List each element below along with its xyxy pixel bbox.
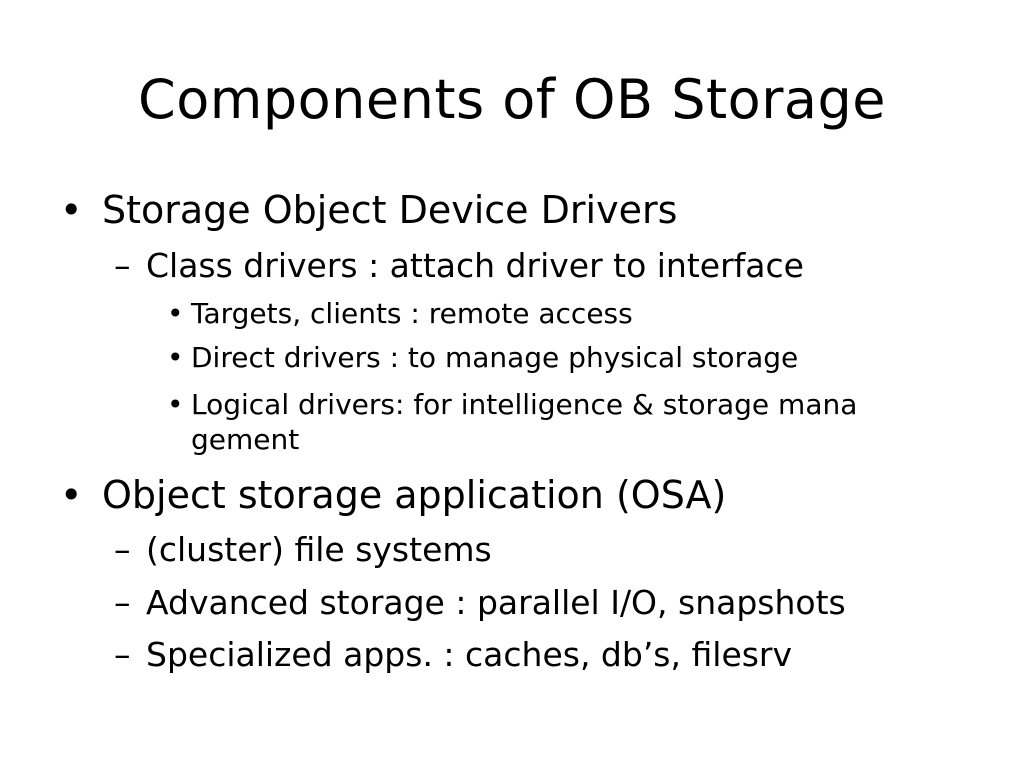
- list-item-text: Targets, clients : remote access: [191, 297, 633, 330]
- list-item-text: (cluster) file systems: [146, 530, 492, 569]
- list-item: – Class drivers : attach driver to inter…: [114, 246, 804, 286]
- bullet-dot: •: [60, 188, 83, 232]
- list-item: • Direct drivers : to manage physical st…: [167, 341, 799, 375]
- list-item: – (cluster) file systems: [114, 530, 492, 570]
- list-item: • Targets, clients : remote access: [167, 297, 633, 331]
- bullet-dot: •: [167, 341, 184, 374]
- list-item-text: Storage Object Device Drivers: [102, 188, 678, 232]
- bullet-dash: –: [114, 635, 131, 674]
- bullet-dash: –: [114, 583, 131, 622]
- list-item: • Logical drivers: for intelligence & st…: [167, 388, 858, 422]
- slide-title: Components of OB Storage: [137, 68, 886, 131]
- list-item: • Storage Object Device Drivers: [60, 187, 678, 233]
- bullet-dash: –: [114, 530, 131, 569]
- list-item: – Advanced storage : parallel I/O, snaps…: [114, 583, 846, 623]
- list-item-text: Class drivers : attach driver to interfa…: [146, 246, 804, 285]
- list-item: – Specialized apps. : caches, db’s, file…: [114, 635, 793, 675]
- list-item-text: Advanced storage : parallel I/O, snapsho…: [146, 583, 846, 622]
- list-item-text: Specialized apps. : caches, db’s, filesr…: [146, 635, 793, 674]
- bullet-dot: •: [167, 297, 184, 330]
- list-item-text: Object storage application (OSA): [102, 473, 727, 517]
- list-item-text: Logical drivers: for intelligence & stor…: [191, 388, 858, 421]
- list-item: • Object storage application (OSA): [60, 472, 727, 518]
- list-item-text: Direct drivers : to manage physical stor…: [191, 341, 799, 374]
- bullet-dot: •: [60, 473, 83, 517]
- list-item-continuation: gement: [191, 423, 299, 457]
- list-item-text: gement: [191, 423, 300, 456]
- bullet-dash: –: [114, 246, 131, 285]
- bullet-dot: •: [167, 388, 184, 421]
